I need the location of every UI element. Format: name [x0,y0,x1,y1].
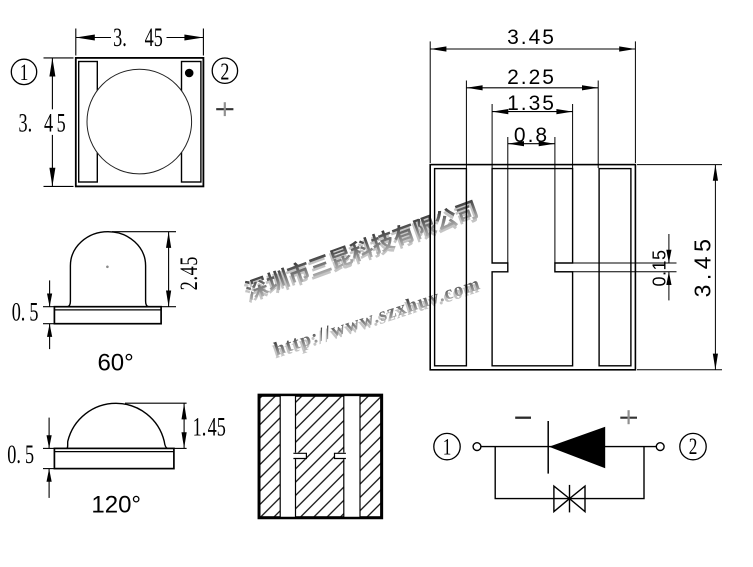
svg-text:1: 1 [443,435,452,460]
svg-text:3.45: 3.45 [113,23,163,52]
svg-text:3.45: 3.45 [507,26,556,49]
svg-text:2: 2 [689,435,698,460]
svg-text:1.35: 1.35 [507,92,556,115]
svg-text:2.45: 2.45 [175,256,203,290]
svg-text:0.8: 0.8 [514,124,549,147]
svg-text:60°: 60° [97,350,133,377]
svg-text:120°: 120° [91,492,141,519]
svg-text:2.25: 2.25 [507,66,556,89]
svg-text:http://www.szxhuv.com: http://www.szxhuv.com [272,273,484,360]
svg-text:1.45: 1.45 [193,412,226,441]
svg-text:0.5: 0.5 [7,440,34,469]
svg-text:2: 2 [220,58,229,85]
svg-text:0.5: 0.5 [12,297,39,326]
svg-text:3.45: 3.45 [19,108,66,137]
svg-text:0.15: 0.15 [650,249,670,286]
svg-text:3.45: 3.45 [690,235,716,298]
svg-text:1: 1 [20,61,29,86]
